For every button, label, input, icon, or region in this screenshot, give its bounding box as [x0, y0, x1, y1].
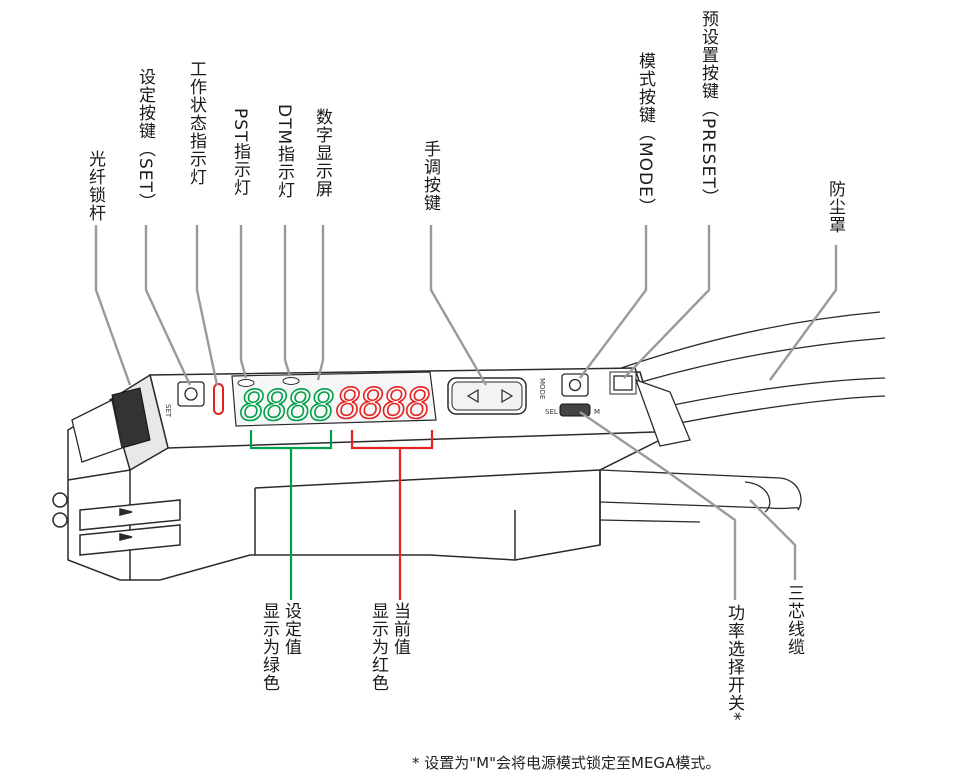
label-mode-button: 模式按键（MODE）	[635, 52, 655, 216]
leader-lines	[94, 225, 838, 600]
label-set-value: 设定值 显示为绿色	[259, 602, 301, 692]
dtm-indicator	[282, 377, 300, 385]
fiber-lock-lever[interactable]	[71, 387, 151, 463]
label-dtm-indicator: DTM指示灯	[274, 104, 294, 200]
label-work-indicator: 工作状态指示灯	[186, 60, 206, 186]
label-power-switch: 功率选择开关*	[724, 604, 744, 722]
mode-button[interactable]: MODE	[538, 373, 589, 399]
label-cable: 三芯线缆	[784, 584, 804, 656]
label-dust-cover: 防尘罩	[825, 180, 845, 234]
footnote: * 设置为"M"会将电源模式锁定至MEGA模式。	[412, 754, 721, 772]
m-mark: M	[594, 408, 600, 416]
green-digit-display: 8888	[240, 381, 334, 430]
set-mark: SET	[164, 404, 172, 418]
cable-end	[744, 481, 771, 513]
device-top-face	[109, 367, 657, 472]
red-bracket	[350, 430, 434, 600]
jog-button[interactable]	[447, 377, 527, 415]
label-current-value: 当前值 显示为红色	[368, 602, 410, 692]
red-digit-display: 8888	[336, 379, 430, 428]
label-set-button: 设定按键（SET）	[135, 68, 155, 211]
green-bracket	[249, 430, 333, 600]
label-preset-button: 预设置按键（PRESET）	[698, 10, 718, 207]
sel-mark: SEL	[545, 408, 558, 416]
label-pst-indicator: PST指示灯	[230, 108, 250, 197]
mode-mark: MODE	[538, 378, 546, 399]
pst-indicator	[237, 379, 255, 387]
label-digital-display: 数字显示屏	[312, 108, 332, 198]
dust-cover	[634, 378, 691, 447]
work-status-indicator	[213, 383, 224, 415]
set-button[interactable]: SET	[164, 381, 205, 418]
label-jog-button: 手调按键	[420, 140, 440, 212]
preset-button[interactable]	[609, 371, 637, 395]
label-fiber-lever: 光纤锁杆	[85, 150, 105, 222]
